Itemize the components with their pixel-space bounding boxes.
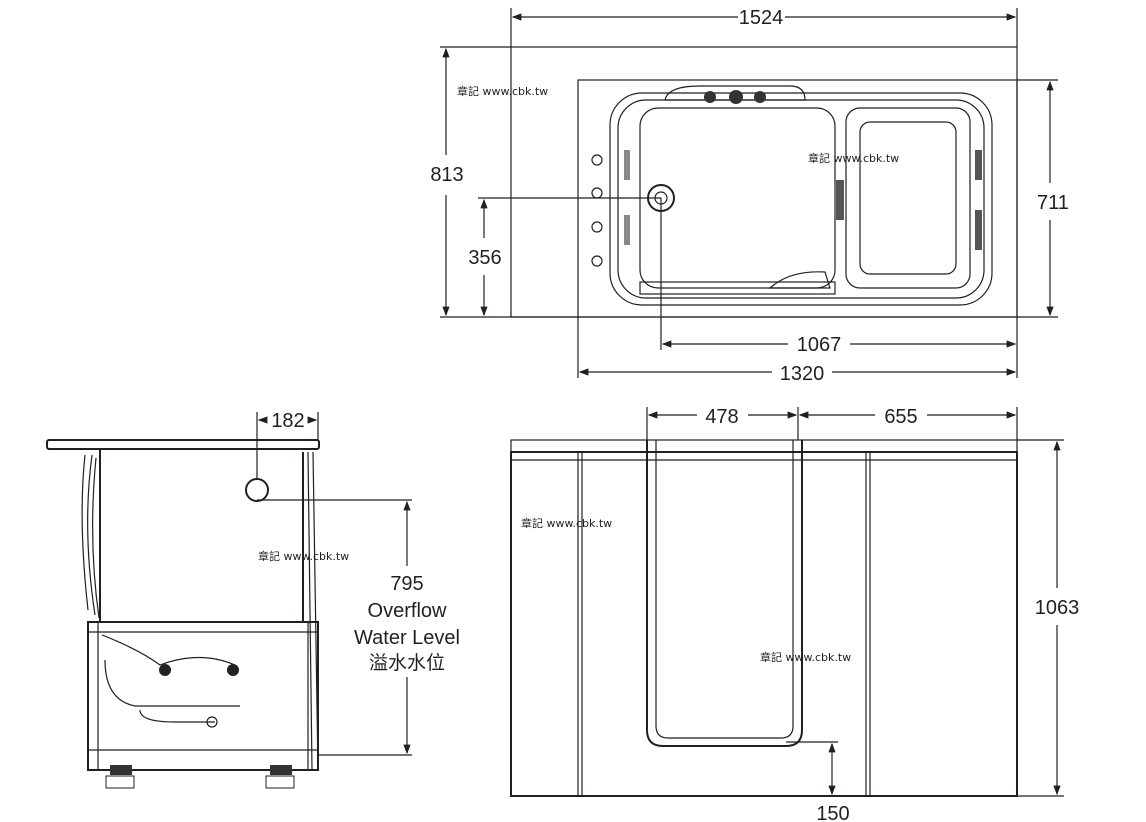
hoses [81, 454, 100, 619]
watermark: 章記 www.cbk.tw [457, 84, 548, 98]
front-view: 478 655 1063 150 [510, 406, 1080, 822]
faucet-deck [664, 85, 806, 101]
dim-deck-length: 1320 [780, 363, 825, 385]
watermark: 章記 www.cbk.tw [808, 151, 899, 165]
door [646, 440, 803, 747]
tub-body [510, 451, 1018, 797]
overflow-icon [245, 478, 269, 502]
seat [845, 107, 971, 289]
jets-left [591, 154, 603, 267]
top-view: 1524 813 711 356 1067 1320 [430, 7, 1069, 385]
overflow-label-zh: 溢水水位 [369, 652, 445, 674]
dim-inner-width: 711 [1037, 192, 1069, 214]
dim-overall-length: 1524 [739, 7, 784, 29]
dim-overflow-height: 795 [390, 573, 423, 595]
dim-drain-offset: 356 [468, 247, 501, 269]
dim-door-width: 478 [705, 406, 738, 428]
overflow-label: Overflow [368, 600, 447, 622]
dim-overflow-offset: 182 [271, 410, 304, 432]
dim-overall-width: 813 [430, 164, 463, 186]
base-frame [87, 621, 319, 771]
watermark: 章記 www.cbk.tw [521, 516, 612, 530]
basin [639, 107, 836, 289]
water-level-label: Water Level [354, 627, 460, 649]
dim-height: 1063 [1035, 597, 1080, 619]
dim-basin-length: 1067 [797, 334, 842, 356]
watermark: 章記 www.cbk.tw [760, 650, 851, 664]
tub-rim [46, 439, 320, 450]
side-view: 182 795 Overflow Water Level 溢水水位 [46, 410, 460, 789]
dim-right-width: 655 [884, 406, 917, 428]
watermark: 章記 www.cbk.tw [258, 549, 349, 563]
dim-threshold: 150 [816, 803, 849, 822]
